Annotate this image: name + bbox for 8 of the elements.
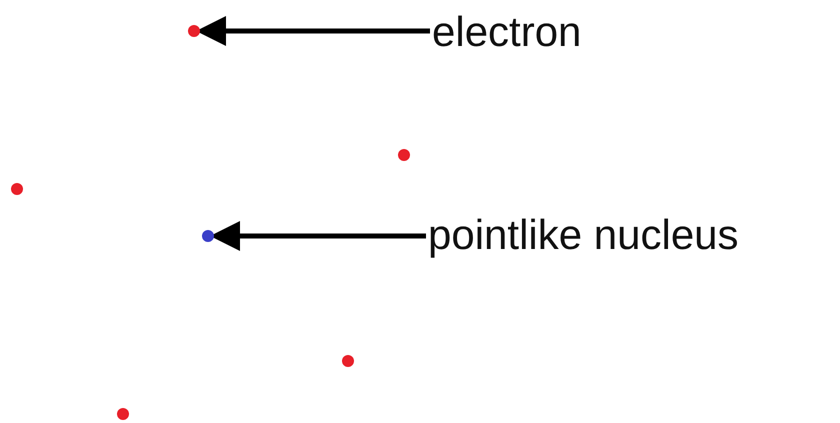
particle-dot [398,149,410,161]
particle-dot [342,355,354,367]
particle-dot [11,183,23,195]
particle-dot [188,25,200,37]
text-label: pointlike nucleus [428,211,739,259]
particle-dot [117,408,129,420]
text-label: electron [432,8,582,56]
particle-dot [202,230,214,242]
